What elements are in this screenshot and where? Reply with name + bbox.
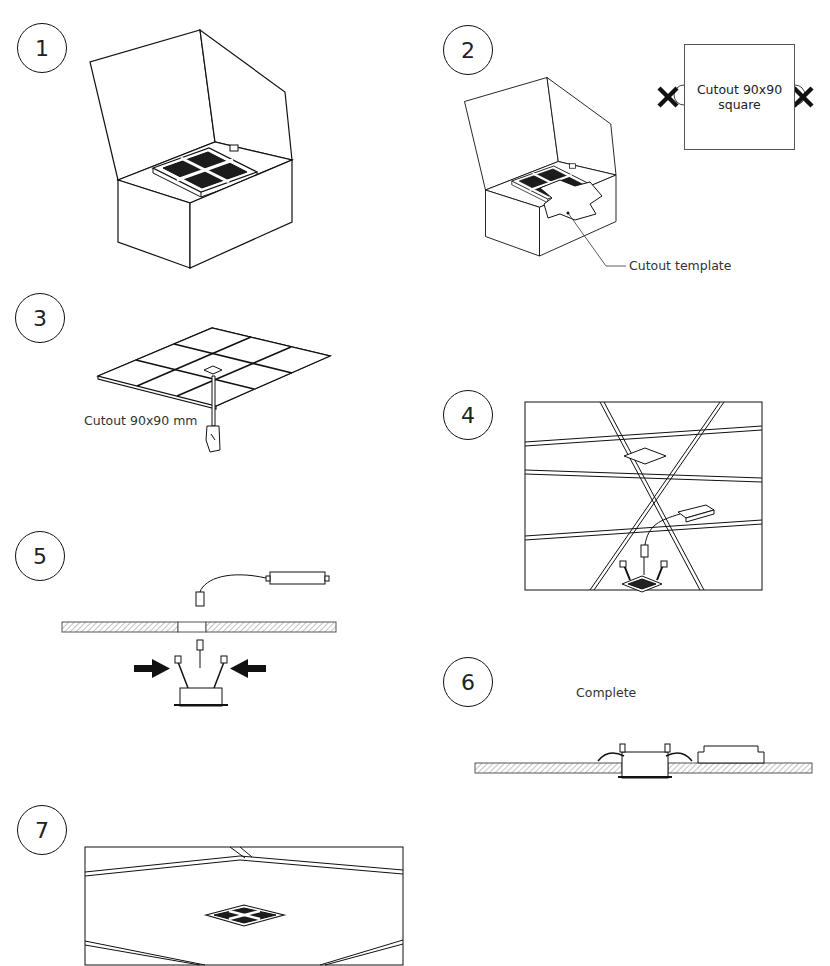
box-text: Cutout 90x90 square	[691, 82, 788, 112]
open-box	[465, 78, 617, 257]
cutout-box: Cutout 90x90 square	[684, 44, 795, 150]
step-number: 5	[15, 531, 65, 581]
callout-number: 7	[35, 818, 49, 843]
step-number: 2	[443, 25, 493, 75]
step-number: 3	[15, 293, 65, 343]
note-label: Complete	[576, 685, 636, 700]
note-label: Cutout template	[629, 258, 731, 273]
step-number: 6	[443, 657, 493, 707]
installed-lamp	[598, 744, 764, 778]
open-box	[90, 30, 292, 268]
ceiling-section	[62, 622, 336, 632]
cutter-knife	[206, 376, 220, 452]
callout-number: 4	[461, 403, 475, 428]
callout-number: 3	[33, 306, 47, 331]
driver-cable	[196, 572, 329, 606]
driver-and-lamp	[620, 505, 714, 592]
press-arrow	[134, 659, 266, 678]
leader-line	[568, 213, 626, 266]
callout-number: 5	[33, 544, 47, 569]
step-number: 7	[17, 805, 67, 855]
ceiling-view	[525, 402, 762, 590]
step-number: 4	[443, 390, 493, 440]
leader-dot	[567, 212, 570, 215]
ceiling-view	[85, 847, 403, 965]
callout-number: 1	[35, 36, 49, 61]
note-label: Cutout 90x90 mm	[84, 413, 198, 428]
cutout-template	[540, 180, 602, 220]
callout-number: 6	[461, 670, 475, 695]
lamp-section	[174, 640, 228, 706]
callout-number: 2	[461, 38, 475, 63]
step-number: 1	[17, 23, 67, 73]
